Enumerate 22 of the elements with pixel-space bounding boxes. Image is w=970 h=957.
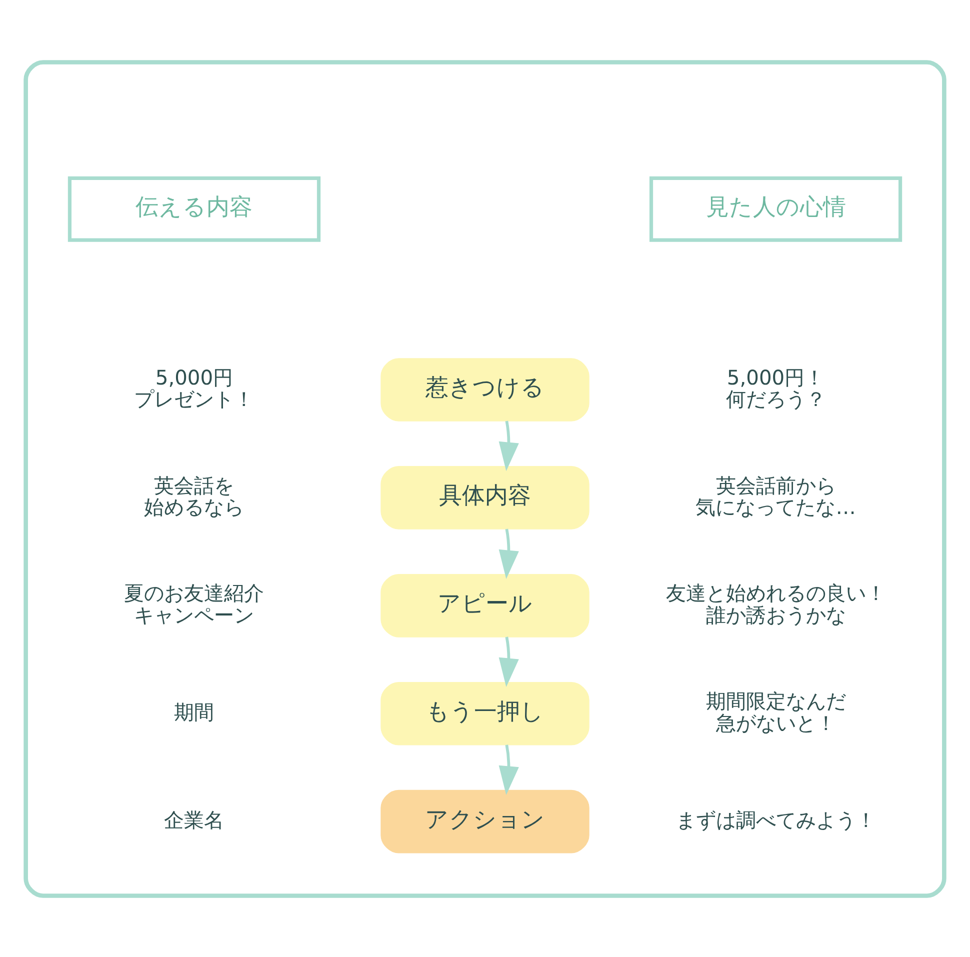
label: 英会話を始めるなら (144, 472, 244, 518)
node-box: 伝える内容 (68, 176, 321, 242)
label: 企業名 (164, 807, 224, 832)
arrow (498, 744, 519, 794)
node-box: アピール (380, 574, 590, 637)
node-box: アクション (380, 789, 590, 853)
label: まずは調べてみよう！ (676, 807, 876, 832)
label: 英会話前から気になってたな… (696, 472, 856, 518)
label: 友達と始めれるの良い！誰か誘おうかな (666, 580, 886, 626)
label: 期間 (174, 699, 214, 724)
cluster (24, 60, 946, 898)
arrow (498, 528, 519, 579)
label: 5,000円プレゼント！ (134, 364, 254, 410)
node-box: 見た人の心情 (649, 176, 902, 242)
label: 期間限定なんだ急がないと！ (706, 688, 846, 734)
node-box: 惹きつける (380, 358, 590, 421)
arrow (498, 420, 519, 471)
label: 夏のお友達紹介キャンペーン (124, 580, 264, 626)
label: 5,000円！何だろう？ (726, 364, 826, 410)
node-box: 具体内容 (380, 466, 590, 529)
node-box: もう一押し (380, 681, 590, 745)
arrow (498, 636, 519, 686)
